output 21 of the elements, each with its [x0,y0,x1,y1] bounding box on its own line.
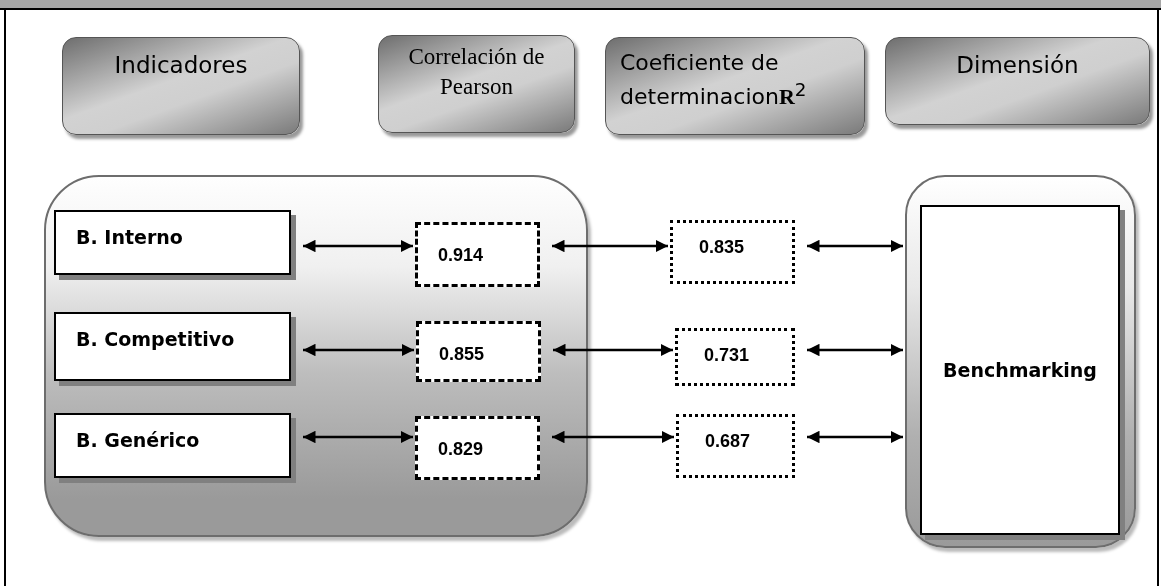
dashed-value-box: 0.855 [416,321,541,382]
double-arrow [303,343,414,357]
dashed-value-box: 0.829 [415,416,540,480]
double-arrow [807,343,903,357]
rounded-header-box: Indicadores [62,37,300,135]
double-arrow [807,239,903,253]
double-arrow [552,430,674,444]
rounded-group-panel [905,175,1136,548]
double-arrow [807,430,903,444]
double-arrow [303,430,413,444]
double-arrow [553,343,673,357]
dotted-value-box: 0.835 [670,220,795,284]
rounded-header-box: Coeficiente de determinacionR$^{2}$ [605,37,865,135]
dotted-value-box: 0.731 [675,328,795,386]
dotted-value-box: 0.687 [676,414,795,478]
dashed-value-box: 0.914 [415,222,540,287]
double-arrow [303,239,413,253]
rounded-group-panel [44,175,588,537]
double-arrow [552,239,668,253]
rounded-header-box: Correlación de Pearson [378,35,575,133]
rounded-header-box: Dimensión [885,37,1150,125]
